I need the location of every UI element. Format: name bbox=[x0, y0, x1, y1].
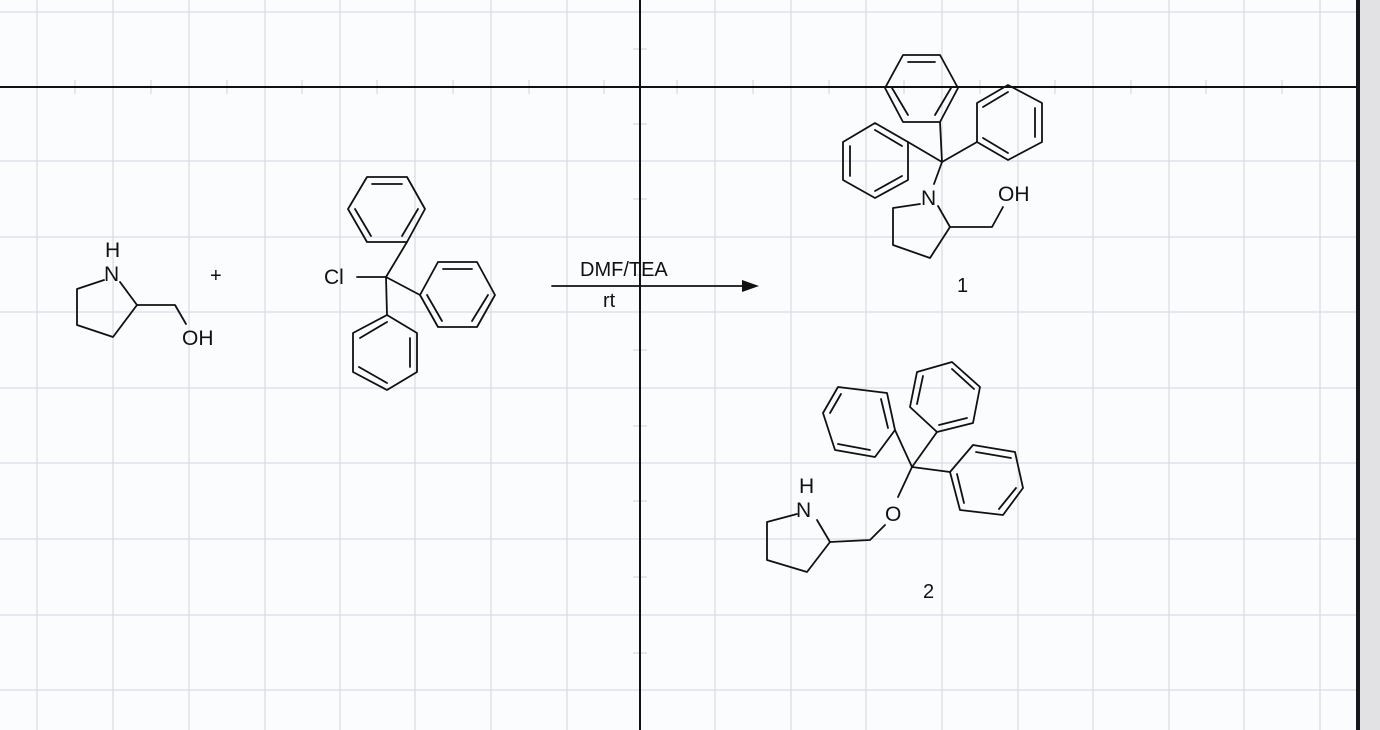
product-2-o-trityl[interactable]: O H N 2 bbox=[766, 361, 1024, 603]
nh-hydrogen-label: H bbox=[799, 475, 814, 498]
canvas-border bbox=[1356, 0, 1360, 730]
reactant-prolinol[interactable]: H N OH bbox=[76, 239, 214, 350]
scrollbar-track[interactable] bbox=[1360, 0, 1380, 730]
hydroxyl-label: OH bbox=[998, 183, 1030, 206]
nitrogen-label: N bbox=[796, 499, 811, 522]
nh-hydrogen-label: H bbox=[105, 239, 120, 262]
nitrogen-label: N bbox=[921, 187, 936, 210]
compound-number-2: 2 bbox=[923, 581, 934, 603]
product-1-n-trityl[interactable]: N OH 1 bbox=[842, 54, 1043, 297]
reagent-label: DMF/TEA bbox=[580, 259, 668, 281]
hydroxyl-label: OH bbox=[182, 327, 214, 350]
reaction-arrow[interactable]: DMF/TEA rt bbox=[551, 259, 759, 312]
plus-sign: + bbox=[210, 265, 222, 287]
reactant-trityl-chloride[interactable]: Cl bbox=[324, 176, 496, 391]
chlorine-label: Cl bbox=[324, 266, 344, 289]
nitrogen-label: N bbox=[104, 263, 119, 286]
compound-number-1: 1 bbox=[957, 275, 968, 297]
oxygen-label: O bbox=[885, 503, 901, 526]
condition-label: rt bbox=[603, 290, 616, 312]
axis-ticks bbox=[74, 48, 1283, 654]
